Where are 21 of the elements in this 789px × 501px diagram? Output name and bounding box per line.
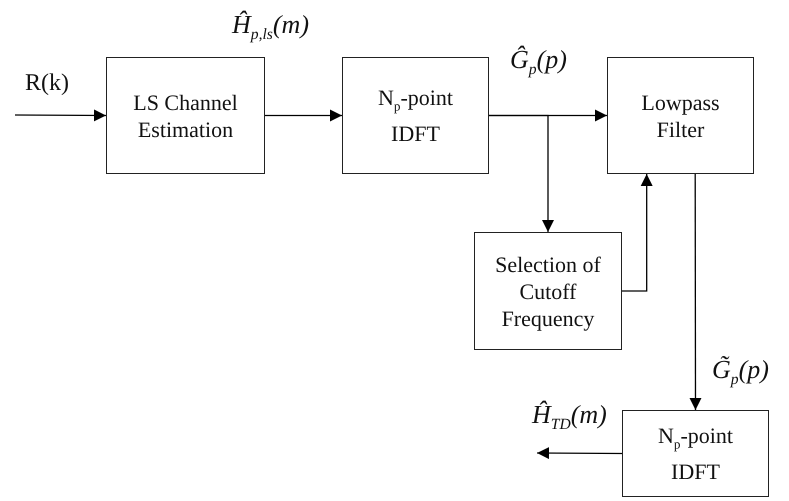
signal-symbol: Ĥ$_{p,ls}$(m): [232, 10, 309, 44]
signal-symbol: Ĥ$_{TD}$(m): [532, 400, 607, 434]
box-label: Selection of Cutoff Frequency: [494, 250, 602, 332]
process-box: [622, 410, 769, 497]
box-label: N$_{p}$-point IDFT: [656, 422, 734, 485]
process-box: [342, 57, 489, 174]
arrow: [622, 174, 653, 292]
arrow: [265, 110, 342, 122]
process-box: [474, 232, 622, 350]
signal-symbol: Ĝ$_{p}$(p): [510, 45, 567, 80]
arrow: [689, 174, 702, 410]
process-box: [607, 57, 754, 174]
signal-label: R(k): [25, 70, 69, 97]
arrow: [489, 114, 554, 232]
signal-symbol: G̃$_{p}$(p): [712, 355, 769, 390]
box-label: LS Channel Estimation: [132, 88, 239, 142]
arrow: [15, 109, 106, 122]
process-box: [106, 57, 265, 174]
arrow: [537, 447, 622, 460]
box-label: Lowpass Filter: [640, 88, 721, 142]
box-label: N$_{p}$-point IDFT: [376, 84, 454, 147]
